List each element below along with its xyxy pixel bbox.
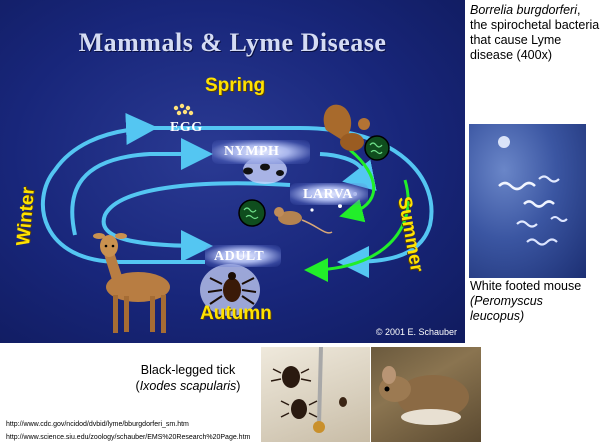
stage-larva: LARVA xyxy=(303,187,353,203)
borrelia-caption: Borrelia burgdorferi, the spirochetal ba… xyxy=(470,3,600,63)
bacteria-circle-icon-1 xyxy=(365,136,389,160)
lyme-lifecycle-diagram: Mammals & Lyme Disease Spring Summer Aut… xyxy=(0,0,465,343)
mouse-common-name: White footed mouse xyxy=(470,279,598,294)
deer-icon xyxy=(93,233,170,333)
source-url-cdc[interactable]: http://www.cdc.gov/ncidod/dvbid/lyme/bbu… xyxy=(6,421,189,428)
mouse-photo xyxy=(371,347,481,442)
tick-scientific-line: (Ixodes scapularis) xyxy=(118,378,258,394)
season-autumn: Autumn xyxy=(200,303,272,325)
tick-close-paren: ) xyxy=(236,379,240,393)
bacteria-circle-icon-2 xyxy=(239,200,265,226)
outer-cycle-arrow-left xyxy=(43,128,205,262)
mouse-icon xyxy=(274,207,332,233)
tick-photo xyxy=(261,347,370,442)
mouse-scientific-name: (Peromyscus leucopus) xyxy=(470,294,543,323)
spirochete-shapes xyxy=(469,124,586,278)
mouse-caption: White footed mouse (Peromyscus leucopus) xyxy=(470,279,598,324)
stage-adult: ADULT xyxy=(214,249,264,265)
tick-scientific-name: Ixodes scapularis xyxy=(140,379,237,393)
source-url-siu[interactable]: http://www.science.siu.edu/zoology/schau… xyxy=(6,434,250,441)
borrelia-micrograph-image xyxy=(469,124,586,278)
egg-cluster-icon xyxy=(174,104,193,115)
diagram-title: Mammals & Lyme Disease xyxy=(0,28,465,58)
season-spring: Spring xyxy=(205,75,265,97)
middle-cycle-arrow-right xyxy=(320,154,362,180)
squirrel-icon xyxy=(324,105,370,151)
stage-nymph: NYMPH xyxy=(224,144,279,160)
tick-common-name: Black-legged tick xyxy=(118,362,258,378)
diagram-copyright: © 2001 E. Schauber xyxy=(376,327,457,337)
tick-caption: Black-legged tick (Ixodes scapularis) xyxy=(118,362,258,394)
mouse-photo-shapes xyxy=(371,347,481,442)
stage-egg: EGG xyxy=(170,120,203,136)
tick-photo-shapes xyxy=(261,347,370,442)
borrelia-scientific-name: Borrelia burgdorferi xyxy=(470,3,577,17)
